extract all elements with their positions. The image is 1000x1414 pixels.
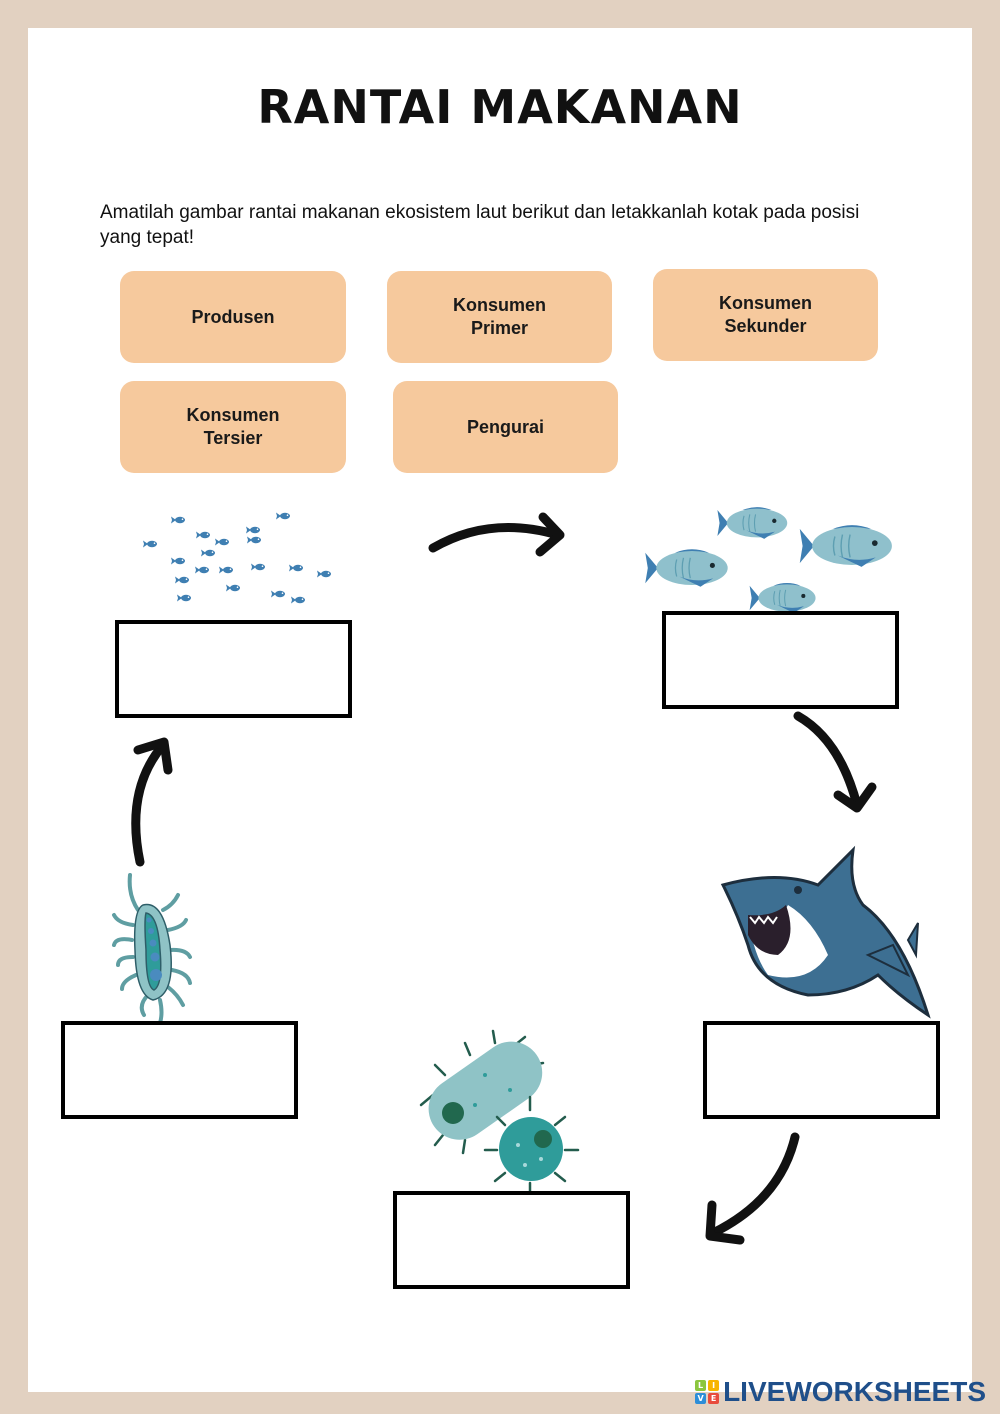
bacteria-icon [419,1029,580,1195]
arrow-down-head-icon [833,782,877,813]
arrow-right-icon [428,523,563,553]
shark-icon [720,845,931,1019]
chip-pengurai[interactable]: Pengurai [393,381,618,473]
logo-letter: E [708,1393,720,1404]
chip-konsumen-sekunder[interactable]: Konsumen Sekunder [653,269,878,361]
arrow-up-icon [131,740,168,867]
drop-target-shark[interactable] [703,1021,940,1119]
arrow-right-head-icon [535,512,565,557]
brand-name: LIVEWORKSHEETS [723,1376,986,1407]
drop-target-plankton[interactable] [115,620,352,718]
arrow-down-left-icon [708,1132,800,1238]
chip-konsumen-primer[interactable]: Konsumen Primer [387,271,612,363]
chip-konsumen-tersier[interactable]: Konsumen Tersier [120,381,346,473]
drop-target-fish[interactable] [662,611,899,709]
liveworksheets-logo[interactable]: L I V E LIVEWORKSHEETS [695,1376,986,1408]
drop-target-microbe[interactable] [61,1021,298,1119]
logo-letter: L [695,1380,707,1391]
instruction-text: Amatilah gambar rantai makanan ekosistem… [100,202,860,248]
chip-produsen[interactable]: Produsen [120,271,346,363]
arrow-up-head-icon [133,737,173,775]
arrow-down-icon [793,711,862,810]
arrow-down-left-head-icon [705,1200,745,1245]
drop-target-bacteria[interactable] [393,1191,630,1289]
microbe-icon [112,873,192,1025]
worksheet-title: RANTAI MAKANAN [257,80,743,134]
logo-grid-icon: L I V E [695,1380,720,1404]
logo-letter: I [708,1380,720,1391]
logo-letter: V [695,1393,707,1404]
